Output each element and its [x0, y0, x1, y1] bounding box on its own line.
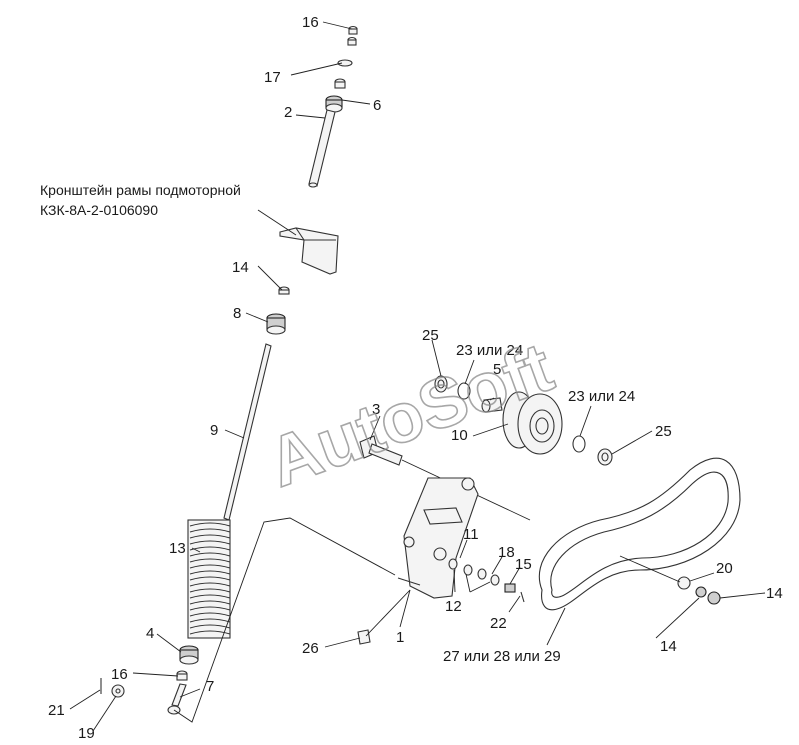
callout-17: 17 — [264, 69, 281, 86]
callout-21: 21 — [48, 702, 65, 719]
part-17-washer — [337, 59, 353, 67]
callout-13: 13 — [169, 540, 186, 557]
leader-lines — [69, 21, 766, 732]
part-14-right-nuts — [695, 586, 721, 605]
callout-14-right: 14 — [766, 585, 783, 602]
callout-22: 22 — [490, 615, 507, 632]
part-20-washer — [677, 576, 691, 590]
part-16-top-caps — [347, 25, 358, 46]
part-25-left-bearing — [434, 375, 448, 393]
part-10-pulley — [502, 391, 563, 455]
callout-19: 19 — [78, 725, 95, 742]
bracket-note-line2: КЗК-8А-2-0106090 — [40, 202, 158, 218]
part-16-low-cap — [176, 670, 188, 681]
callout-1: 1 — [396, 629, 404, 646]
callout-3: 3 — [372, 401, 380, 418]
callout-27-28-29: 27 или 28 или 29 — [443, 648, 561, 665]
part-5-sleeve — [481, 397, 503, 413]
part-11-washers — [448, 558, 500, 586]
part-14-top-ring — [278, 286, 290, 295]
part-26-cap — [357, 629, 371, 645]
watermark: AutoSoft — [258, 327, 562, 501]
part-13-spring — [187, 519, 231, 639]
callout-16-low: 16 — [111, 666, 128, 683]
callout-6: 6 — [373, 97, 381, 114]
part-23-left-ring — [457, 382, 471, 400]
callout-18: 18 — [498, 544, 515, 561]
bracket-note-line1: Кронштейн рамы подмоторной — [40, 182, 241, 198]
assembly-line-right — [619, 555, 681, 583]
callout-8: 8 — [233, 305, 241, 322]
part-27-belt — [538, 457, 741, 611]
part-6-nut-small — [334, 78, 346, 89]
callout-2: 2 — [284, 104, 292, 121]
part-2-rod — [308, 109, 336, 188]
callout-16-top: 16 — [302, 14, 319, 31]
callout-25-right: 25 — [655, 423, 672, 440]
part-25-right-bearing — [597, 448, 613, 466]
part-19-washer — [111, 684, 125, 698]
assembly-line-lower — [173, 517, 396, 723]
callout-11: 11 — [463, 526, 479, 543]
callout-23or24-left: 23 или 24 — [456, 342, 523, 359]
part-6-nut — [325, 95, 343, 113]
callout-25-left: 25 — [422, 327, 439, 344]
part-8-bushing — [266, 313, 286, 335]
part-1-bracket — [397, 477, 479, 599]
callout-7: 7 — [206, 678, 214, 695]
part-4-nut — [179, 645, 199, 665]
callout-4: 4 — [146, 625, 154, 642]
callout-9: 9 — [210, 422, 218, 439]
callout-14-top: 14 — [232, 259, 249, 276]
callout-15: 15 — [515, 556, 532, 573]
part-3-bolt — [359, 435, 403, 466]
callout-26: 26 — [302, 640, 319, 657]
part-23-right-ring — [572, 435, 586, 453]
callout-23or24-right: 23 или 24 — [568, 388, 635, 405]
frame-bracket — [279, 227, 339, 275]
callout-12: 12 — [445, 598, 462, 615]
callout-10: 10 — [451, 427, 468, 444]
callout-14-right-low: 14 — [660, 638, 677, 655]
callout-20: 20 — [716, 560, 733, 577]
callout-5: 5 — [493, 361, 501, 378]
part-22-cotter — [520, 591, 525, 603]
assembly-line-cap — [365, 589, 411, 637]
part-15-nut — [504, 583, 516, 593]
part-7-eye-bolt — [167, 683, 187, 715]
